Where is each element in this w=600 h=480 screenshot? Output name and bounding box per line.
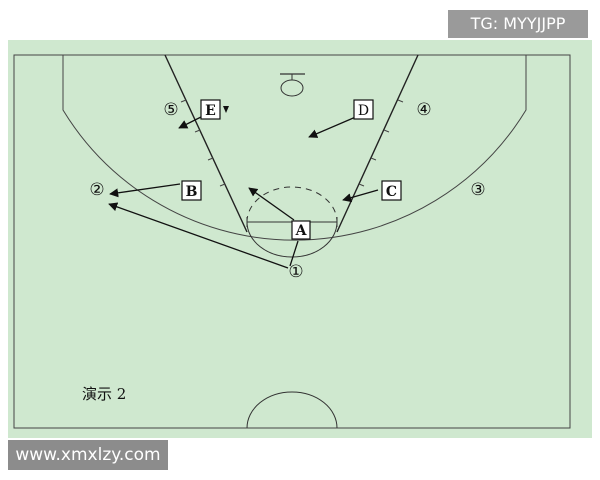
rim bbox=[280, 79, 304, 97]
defender-a-label: A bbox=[295, 223, 308, 239]
defender-e-label: E bbox=[205, 103, 216, 119]
arrow-a-cut bbox=[248, 187, 295, 221]
defender-e: E bbox=[200, 99, 221, 120]
defender-c: C bbox=[381, 180, 402, 201]
arrow-1-to-a bbox=[289, 240, 299, 267]
defender-b: B bbox=[181, 180, 202, 201]
offense-player-1: ① bbox=[288, 262, 303, 282]
corner-tag: TG: MYYJJPP bbox=[448, 10, 588, 38]
arrow-b-to-2 bbox=[109, 183, 181, 198]
defender-b-label: B bbox=[186, 184, 198, 200]
lane-line-right bbox=[336, 54, 419, 233]
defender-d-label: D bbox=[358, 103, 369, 119]
court-boundary bbox=[13, 54, 571, 429]
arrow-c-move bbox=[342, 189, 379, 203]
lane-line-left bbox=[164, 54, 248, 233]
lane-hash-marks bbox=[180, 99, 404, 187]
arrow-d-move bbox=[308, 115, 359, 138]
defender-c-label: C bbox=[386, 184, 397, 200]
free-throw-circle-lower bbox=[246, 221, 338, 258]
watermark: www.xmxlzy.com bbox=[8, 440, 168, 470]
offense-player-4: ④ bbox=[416, 100, 431, 120]
offense-player-3: ③ bbox=[470, 180, 485, 200]
free-throw-circle-upper bbox=[246, 186, 338, 223]
e-marker-icon bbox=[223, 106, 229, 113]
three-point-line bbox=[62, 55, 527, 241]
offense-player-2: ② bbox=[89, 180, 104, 200]
defender-a: A bbox=[291, 220, 311, 240]
defender-d: D bbox=[353, 99, 374, 120]
center-circle bbox=[246, 391, 338, 429]
demo-label: 演示 2 bbox=[82, 385, 127, 403]
arrow-1-to-2 bbox=[108, 202, 289, 269]
offense-player-5: ⑤ bbox=[163, 100, 178, 120]
